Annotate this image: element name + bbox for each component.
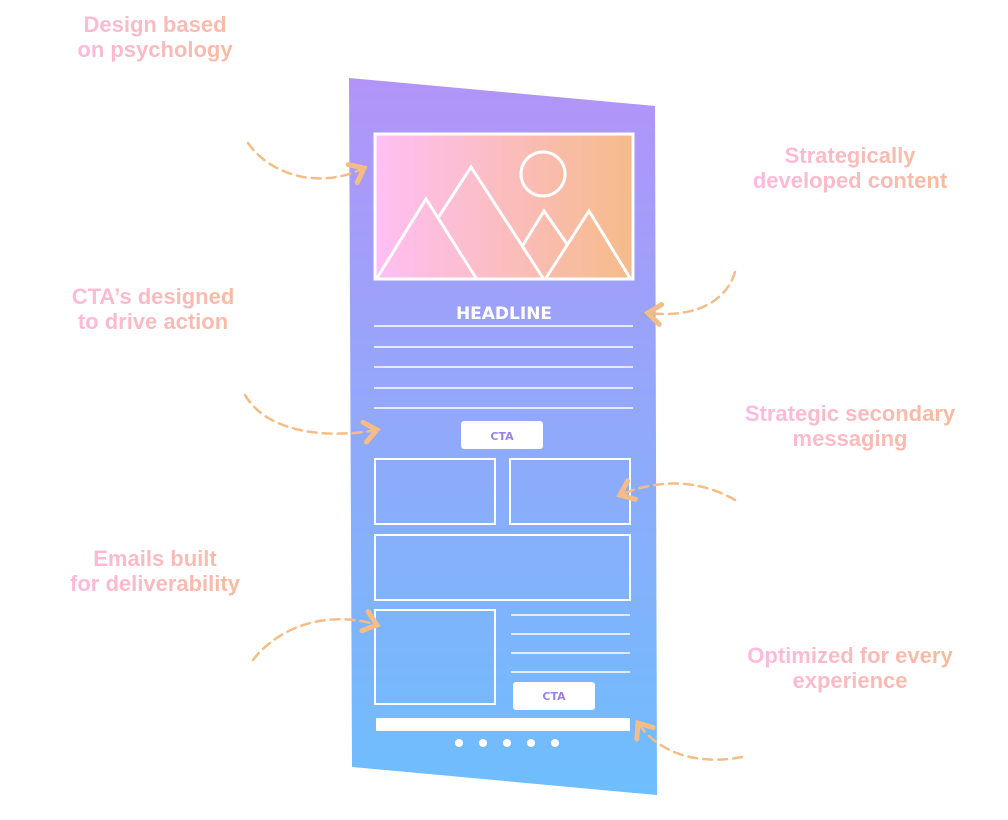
pagination-dot[interactable] [455,739,463,747]
annotation-cta-action: CTA’s designed to drive action [3,284,303,334]
annotation-line: Strategically [784,143,916,168]
arrow-6 [634,719,744,761]
annotation-line: developed content [752,168,948,193]
secondary-text-lines [511,614,630,673]
annotation-line: on psychology [77,37,233,62]
body-text-lines [374,325,633,409]
svg-text:CTA: CTA [490,430,514,443]
sun-icon [519,150,567,198]
annotation-optimized-experience: Optimized for every experience [700,643,1000,693]
annotation-line: Emails built [93,546,217,571]
pagination-dot[interactable] [551,739,559,747]
annotation-line: CTA’s designed [71,284,235,309]
arrow-4 [616,478,737,502]
mountain-icon [375,196,478,279]
pagination-dots [455,739,559,747]
annotation-line: messaging [792,426,908,451]
hero-image-placeholder [373,132,635,281]
cta-button-secondary[interactable]: CTA [513,682,595,710]
annotation-design-psychology: Design based on psychology [5,12,305,62]
annotation-line: Optimized for every [747,643,953,668]
headline: HEADLINE [456,304,552,324]
cta-button-primary[interactable]: CTA [461,421,543,449]
annotation-deliverability: Emails built for deliverability [5,546,305,596]
annotation-line: for deliverability [70,571,240,596]
footer-bar [376,718,630,731]
annotation-arrows [243,141,744,761]
annotation-strategic-content: Strategically developed content [700,143,1000,193]
annotation-line: Design based [83,12,227,37]
pagination-dot[interactable] [527,739,535,747]
arrow-2 [644,270,737,327]
annotation-line: Strategic secondary [744,401,956,426]
pagination-dot[interactable] [479,739,487,747]
pagination-dot[interactable] [503,739,511,747]
annotation-line: experience [792,668,908,693]
svg-text:CTA: CTA [542,690,566,703]
arrow-3 [243,393,381,445]
annotation-line: to drive action [77,309,229,334]
arrow-5 [251,609,381,662]
arrow-1 [246,141,368,186]
annotation-secondary-messaging: Strategic secondary messaging [700,401,1000,451]
